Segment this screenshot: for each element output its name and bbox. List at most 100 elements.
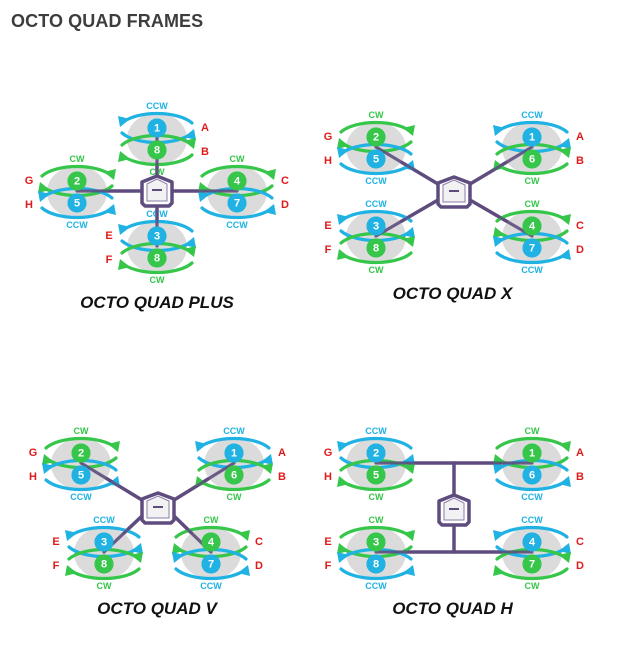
rotation-arrow-icon — [238, 530, 250, 541]
motor-number: 5 — [373, 470, 379, 482]
motor-letter: G — [324, 447, 333, 459]
motor-pair: 47CWCCWCD — [493, 199, 584, 275]
rotation-label: CW — [369, 515, 384, 525]
rotation-arrow-icon — [559, 249, 571, 260]
rotation-arrow-icon — [118, 116, 130, 127]
rotation-label: CCW — [365, 176, 387, 186]
motor-letter: F — [325, 244, 332, 256]
motor-letter: G — [29, 447, 38, 459]
motor-letter: B — [576, 471, 584, 483]
motor-hub — [366, 238, 386, 258]
motor-number: 1 — [231, 448, 237, 460]
motor-number: 5 — [373, 154, 379, 166]
rotation-arrow-icon — [195, 441, 207, 452]
motor-letter: F — [106, 254, 113, 266]
motor-number: 2 — [78, 448, 84, 460]
frame-title: OCTO QUAD PLUS — [80, 293, 234, 312]
rotation-label: CW — [150, 275, 165, 285]
motor-number: 7 — [234, 198, 240, 210]
rotation-arrow-icon — [559, 552, 571, 563]
motor-letter: H — [25, 199, 33, 211]
motor-pair: 16CCWCWAB — [195, 426, 286, 502]
rotation-arrow-icon — [264, 169, 276, 180]
rotation-arrow-icon — [261, 454, 273, 465]
motor-letter: B — [201, 146, 209, 158]
rotation-arrow-icon — [337, 552, 349, 563]
frame-arm — [172, 461, 236, 502]
rotation-arrow-icon — [238, 565, 250, 576]
rotation-arrow-icon — [403, 227, 415, 238]
rotation-label: CW — [525, 176, 540, 186]
rotation-arrow-icon — [337, 147, 349, 158]
rotation-arrow-icon — [118, 259, 130, 270]
frame-arm — [79, 461, 144, 502]
frame-panel-octo-quad-x: 25CWCCWGH16CCWCWAB38CCWCWEF47CWCCWCD2516… — [306, 102, 599, 312]
motor-hub — [71, 465, 91, 485]
motor-letter: A — [201, 122, 209, 134]
motor-hub — [522, 149, 542, 169]
motor-hub — [201, 532, 221, 552]
motor-hub — [522, 127, 542, 147]
motor-number: 2 — [74, 176, 80, 188]
rotation-label: CCW — [146, 101, 168, 111]
motor-hub — [366, 465, 386, 485]
motor-hub — [366, 532, 386, 552]
motor-letter: E — [324, 220, 331, 232]
motor-hub — [94, 532, 114, 552]
motor-hub — [147, 248, 167, 268]
motor-number: 3 — [373, 221, 379, 233]
octo-quad-plus-diagram: 18CCWCWAB25CWCCWGH47CWCCWCD38CCWCWEF1825… — [25, 101, 289, 285]
frame-arm — [468, 198, 534, 238]
frame-title: OCTO QUAD H — [392, 599, 513, 618]
motor-hub — [522, 465, 542, 485]
rotation-arrow-icon — [493, 565, 505, 576]
rotation-arrow-icon — [108, 441, 120, 452]
motor-number: 4 — [529, 221, 536, 233]
motor-number: 7 — [529, 243, 535, 255]
rotation-arrow-icon — [337, 249, 349, 260]
motor-letter: H — [324, 155, 332, 167]
rotation-arrow-icon — [559, 476, 571, 487]
motor-hub — [522, 554, 542, 574]
motor-pair: 38CCWCWEF — [105, 209, 196, 285]
motor-hub — [366, 216, 386, 236]
rotation-arrow-icon — [38, 182, 50, 193]
motor-hub — [201, 554, 221, 574]
motor-number: 8 — [373, 559, 379, 571]
rotation-arrow-icon — [65, 565, 77, 576]
rotation-arrow-icon — [184, 138, 196, 149]
motor-letter: G — [324, 131, 333, 143]
rotation-arrow-icon — [42, 454, 54, 465]
motor-hub — [366, 554, 386, 574]
motor-hub — [71, 443, 91, 463]
motor-letter: H — [324, 471, 332, 483]
motor-hub — [67, 171, 87, 191]
motor-number: 1 — [154, 123, 160, 135]
motor-hub — [147, 226, 167, 246]
rotation-label: CCW — [223, 426, 245, 436]
motor-hub — [224, 465, 244, 485]
motor-letter: D — [576, 244, 584, 256]
motor-number: 3 — [101, 537, 107, 549]
rotation-arrow-icon — [42, 463, 54, 474]
rotation-arrow-icon — [198, 191, 210, 202]
frame-arm — [468, 145, 534, 186]
motor-number: 8 — [101, 559, 107, 571]
motor-pair: 25CWCCWGH — [324, 110, 415, 186]
motor-number: 2 — [373, 132, 379, 144]
motor-letter: E — [105, 230, 112, 242]
motor-hub — [227, 171, 247, 191]
motor-number: 4 — [208, 537, 215, 549]
motor-letter: B — [278, 471, 286, 483]
flight-controller-icon — [140, 174, 174, 208]
rotation-arrow-icon — [337, 214, 349, 225]
rotation-arrow-icon — [403, 463, 415, 474]
motor-hub — [522, 216, 542, 236]
motor-letter: C — [576, 220, 584, 232]
motor-number: 6 — [231, 470, 237, 482]
motor-number: 1 — [529, 132, 535, 144]
frame-title: OCTO QUAD X — [392, 284, 513, 303]
motor-number: 3 — [373, 537, 379, 549]
rotation-label: CW — [525, 581, 540, 591]
rotation-arrow-icon — [337, 543, 349, 554]
